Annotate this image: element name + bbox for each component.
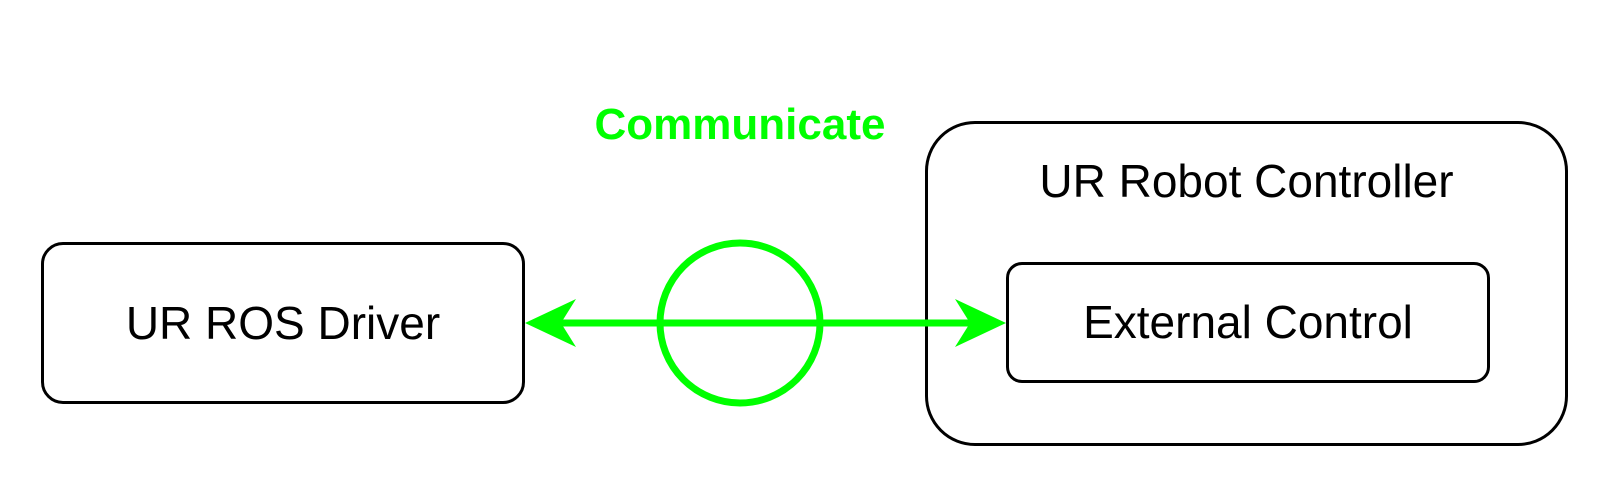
communicate-label: Communicate (594, 100, 886, 149)
ur-ros-driver-node (41, 242, 525, 404)
arrowhead-left (525, 299, 576, 347)
arrowhead-right (955, 299, 1006, 347)
external-control-node (1006, 262, 1490, 383)
ur-ros-driver-label: UR ROS Driver (125, 297, 441, 349)
external-control-label: External Control (1083, 296, 1413, 348)
ur-robot-controller-label: UR Robot Controller (1039, 155, 1454, 207)
communication-circle-icon (656, 239, 824, 407)
